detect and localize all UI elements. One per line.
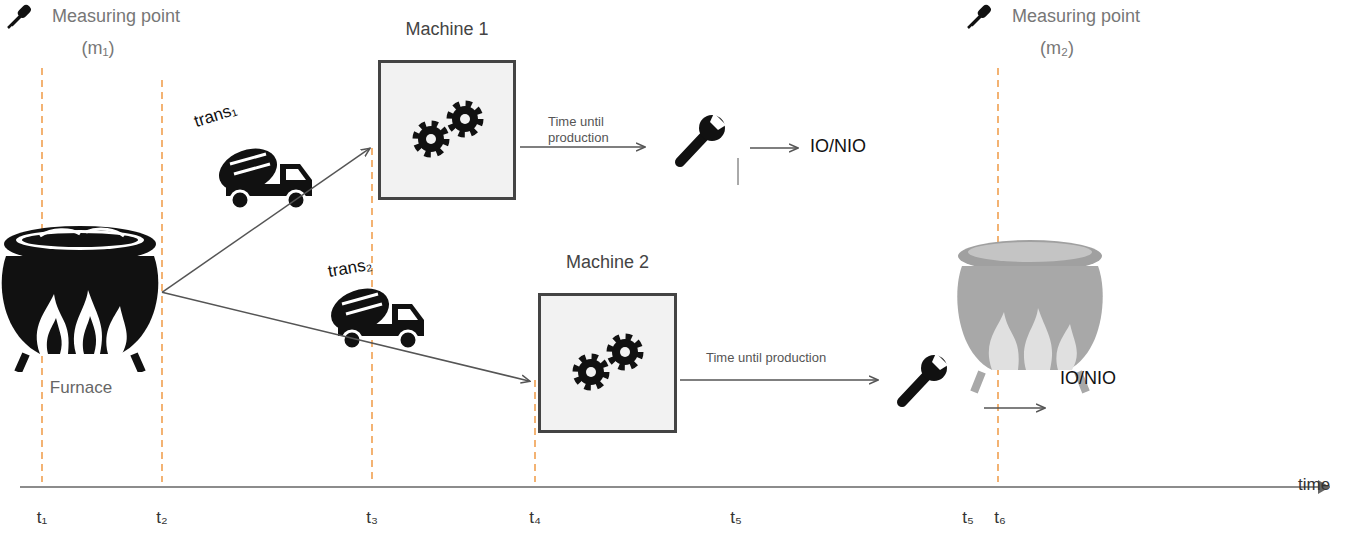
annotation-label: Time until production (706, 350, 826, 366)
annotation-label: t₅ (962, 508, 974, 528)
machine-box: Machine 2 (538, 293, 677, 433)
annotation-label: t₁ (37, 508, 47, 528)
annotation-label: time (1298, 475, 1330, 495)
annotation-label: IO/NIO (1060, 368, 1116, 390)
annotation-label: IO/NIO (810, 136, 866, 158)
gears-icon (381, 63, 513, 197)
annotation-label: (m₂) (1040, 38, 1074, 60)
annotation-label: trans₁ (192, 100, 240, 133)
machine-heading: Machine 2 (566, 252, 649, 273)
gears-icon (541, 296, 673, 430)
flow-arrow (162, 292, 530, 381)
annotation-label: t₆ (994, 508, 1006, 528)
machine-heading: Machine 1 (405, 19, 488, 40)
annotation-label: Measuring point (52, 6, 180, 28)
annotation-label: t₅ (730, 508, 742, 528)
annotation-label: t₃ (366, 508, 378, 528)
machine-box: Machine 1 (378, 60, 516, 200)
annotation-label: Time until production (548, 114, 638, 145)
annotation-label: Measuring point (1012, 6, 1140, 28)
node-label: Furnace (50, 378, 112, 398)
furnace-cauldron (0, 222, 162, 372)
annotation-label: t₂ (156, 508, 167, 528)
annotation-label: (m₁) (81, 38, 114, 60)
annotation-label: t₄ (529, 508, 541, 528)
annotation-label: trans₂ (326, 255, 373, 283)
furnace-node: Furnace (0, 222, 162, 407)
